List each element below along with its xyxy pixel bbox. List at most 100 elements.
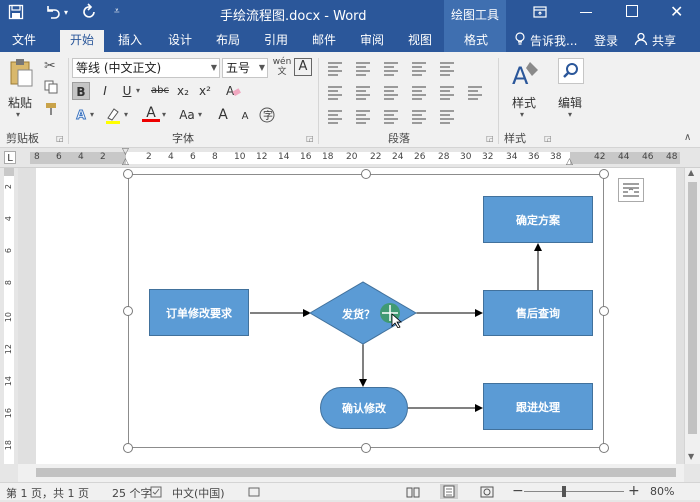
cut-icon[interactable]: ✂ [44,58,56,74]
lightbulb-icon[interactable] [514,32,526,46]
vertical-scroll-thumb[interactable] [688,182,697,434]
zoom-slider-thumb[interactable] [562,486,566,497]
tell-me-input[interactable]: 告诉我... [530,34,578,48]
increase-indent-icon[interactable] [438,60,456,76]
styles-launcher-icon[interactable]: ◲ [544,134,552,143]
font-launcher-icon[interactable]: ◲ [306,134,314,143]
sort-icon[interactable] [382,108,400,124]
paragraph-launcher-icon[interactable]: ◲ [486,134,494,143]
tab-file[interactable]: 文件 [11,33,36,47]
font-color-button[interactable]: A [142,104,160,122]
styles-dropdown-icon[interactable]: ▾ [520,110,525,119]
proofing-icon[interactable] [150,486,162,498]
scroll-down-icon[interactable]: ▼ [688,452,695,461]
minimize-icon[interactable] [580,12,592,13]
text-effects-button[interactable]: A [76,108,86,123]
search-icon[interactable] [558,58,584,84]
customize-quick-access-icon[interactable]: ⩡ [114,6,120,17]
selection-handle[interactable] [599,169,609,179]
save-icon[interactable] [8,4,24,20]
copy-icon[interactable] [44,80,58,94]
selection-handle[interactable] [599,443,609,453]
clipboard-launcher-icon[interactable]: ◲ [56,134,64,143]
enclose-characters-button[interactable]: 字 [258,106,276,124]
underline-dropdown-icon[interactable]: ▾ [136,86,141,95]
phonetic-guide-button[interactable]: wén 文 [272,57,292,77]
editing-dropdown-icon[interactable]: ▾ [568,110,573,119]
underline-button[interactable]: U [122,84,132,98]
align-left-icon[interactable] [326,84,344,100]
distributed-icon[interactable] [438,84,456,100]
paste-dropdown-icon[interactable]: ▾ [16,110,21,119]
bullets-icon[interactable] [326,60,344,76]
right-indent-marker[interactable]: △ [566,157,573,167]
bold-button[interactable]: B [72,82,90,100]
format-painter-icon[interactable] [44,102,58,116]
ship-decision-label[interactable]: 发货？ [342,308,375,321]
zoom-out-button[interactable]: − [512,483,524,499]
selection-handle[interactable] [123,306,133,316]
font-size-combo[interactable]: 五号▼ [222,58,268,78]
align-right-icon[interactable] [382,84,400,100]
styles-gallery-icon[interactable]: A [510,58,540,90]
grow-font-button[interactable]: A [218,107,228,123]
paste-icon[interactable] [8,58,34,88]
tab-design[interactable]: 设计 [167,33,192,47]
share-button[interactable]: 共享 [652,34,677,48]
word-count[interactable]: 25 个字 [112,487,152,500]
selection-handle[interactable] [123,169,133,179]
subscript-button[interactable]: x₂ [177,84,189,98]
document-area[interactable]: 订单修改要求 发货？ 确认修改 售后查询 确定方案 跟进处理 [18,168,684,464]
order-request-box[interactable]: 订单修改要求 [149,289,249,336]
selection-handle[interactable] [123,443,133,453]
selection-handle[interactable] [361,169,371,179]
numbering-icon[interactable] [354,60,372,76]
page-count[interactable]: 第 1 页，共 1 页 [6,487,89,500]
tab-layout[interactable]: 布局 [215,33,240,47]
vertical-scrollbar[interactable]: ▲ ▼ [684,168,700,464]
justify-icon[interactable] [410,84,428,100]
tab-mailings[interactable]: 邮件 [311,33,336,47]
change-case-dropdown-icon[interactable]: ▾ [198,110,203,119]
confirm-change-box[interactable]: 确认修改 [320,387,408,429]
chevron-down-icon[interactable]: ▼ [210,63,217,72]
shading-icon[interactable] [326,108,344,124]
track-changes-icon[interactable] [248,486,260,498]
text-effects-dropdown-icon[interactable]: ▾ [90,110,95,119]
redo-icon[interactable] [80,3,98,21]
confirm-plan-box[interactable]: 确定方案 [483,196,593,243]
character-border-button[interactable]: A [294,58,312,76]
horizontal-scroll-thumb[interactable] [36,468,676,477]
zoom-in-button[interactable]: + [628,483,640,499]
font-name-combo[interactable]: 等线 (中文正文)▼ [72,58,220,78]
print-layout-icon[interactable] [440,484,458,499]
follow-up-box[interactable]: 跟进处理 [483,383,593,430]
document-page[interactable]: 订单修改要求 发货？ 确认修改 售后查询 确定方案 跟进处理 [36,168,676,464]
change-case-button[interactable]: Aa [179,108,195,122]
decrease-indent-icon[interactable] [410,60,428,76]
strikethrough-button[interactable]: abc [151,85,169,96]
read-mode-icon[interactable] [406,486,420,498]
tab-selector-button[interactable]: L [4,151,16,164]
tab-format[interactable]: 格式 [463,33,488,47]
ribbon-display-options-icon[interactable] [532,4,548,20]
borders-icon[interactable] [354,108,372,124]
scroll-up-icon[interactable]: ▲ [688,168,695,177]
align-center-icon[interactable] [354,84,372,100]
line-spacing-icon[interactable] [466,84,484,100]
close-icon[interactable]: ✕ [670,2,684,21]
show-marks-icon[interactable] [410,108,428,124]
asian-layout-icon[interactable] [438,108,456,124]
zoom-level[interactable]: 80% [650,485,675,498]
highlight-button[interactable] [104,106,122,124]
tab-review[interactable]: 审阅 [359,33,384,47]
first-line-indent-marker[interactable]: ▽ [122,147,129,157]
superscript-button[interactable]: x² [199,84,211,98]
sign-in-link[interactable]: 登录 [594,34,619,48]
chevron-down-icon[interactable]: ▼ [258,63,265,72]
tab-references[interactable]: 引用 [263,33,288,47]
horizontal-scrollbar[interactable] [18,464,684,482]
highlight-dropdown-icon[interactable]: ▾ [124,110,129,119]
